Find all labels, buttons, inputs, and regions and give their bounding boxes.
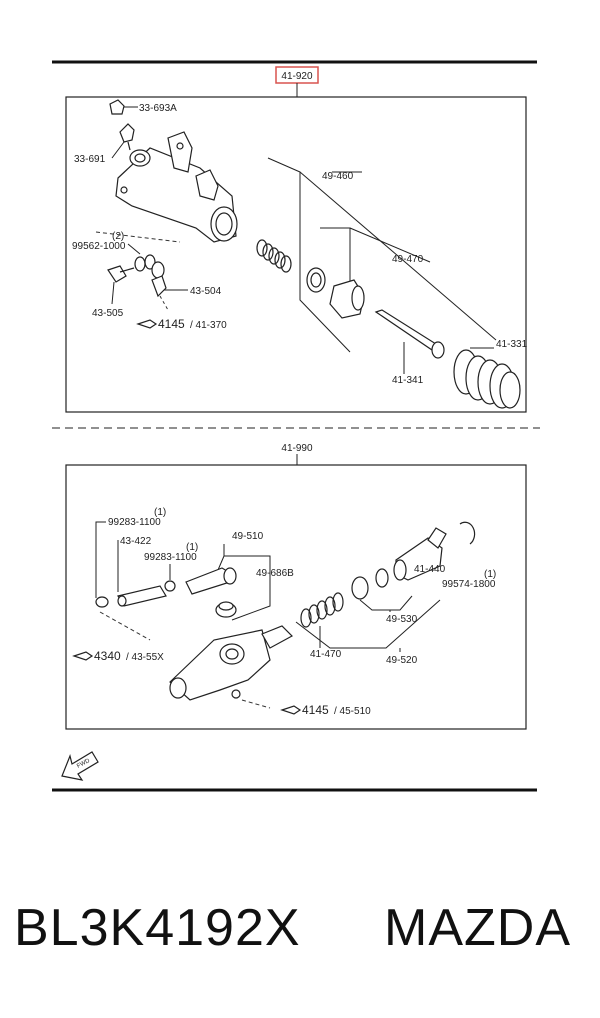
label-41-341: 41-341: [392, 375, 424, 386]
label-qty-1-c: (1): [484, 569, 496, 580]
clutch-cylinder-parts-diagram: 41-920 33-693A 33-691 (2) 99562-1000 43-…: [52, 60, 540, 792]
label-49-460: 49-460: [322, 171, 354, 182]
slave-spring: [300, 592, 344, 628]
label-41-331: 41-331: [496, 339, 528, 350]
piston-seals: [351, 568, 389, 600]
label-99283-1100-b: 99283-1100: [144, 552, 197, 563]
slave-push-rod: [427, 527, 447, 549]
ref-sub-43-55x: / 43-55X: [126, 652, 164, 663]
top-assembly-frame: [65, 96, 527, 413]
label-qty-1-a: (1): [154, 507, 166, 518]
ref-arrow-icon-3: [280, 705, 302, 715]
ref-sub-41-370: / 41-370: [190, 320, 227, 331]
manufacturer-name: MAZDA: [384, 899, 571, 957]
slave-cylinder-body: [169, 625, 293, 701]
label-33-691: 33-691: [74, 154, 106, 165]
cup-seal: [306, 267, 326, 293]
ref-sub-45-510: / 45-510: [334, 706, 371, 717]
label-33-693a: 33-693A: [139, 103, 177, 114]
reservoir-hose: [117, 585, 167, 607]
bottom-assembly-frame: [65, 464, 527, 730]
snap-ring: [459, 521, 476, 545]
label-43-505: 43-505: [92, 308, 124, 319]
hose-clip-b: [164, 580, 176, 592]
label-99283-1100-a: 99283-1100: [108, 517, 161, 528]
reservoir-cap: [109, 99, 125, 115]
label-41-440: 41-440: [414, 564, 446, 575]
hose-clip-a: [95, 596, 109, 608]
master-cylinder-body: [115, 131, 238, 243]
label-43-504: 43-504: [190, 286, 222, 297]
label-99562-1000: 99562-1000: [72, 241, 126, 252]
pipe-fitting: [151, 275, 167, 298]
grommet: [215, 601, 237, 618]
union-bolt: [107, 265, 135, 283]
fwd-arrow-icon: [61, 751, 99, 781]
label-qty-2: (2): [112, 231, 124, 242]
ref-number-4340: 4340: [94, 649, 121, 663]
slave-piston: [393, 537, 443, 581]
label-43-422: 43-422: [120, 536, 152, 547]
push-rod: [374, 309, 445, 359]
ref-number-4145-bottom: 4145: [302, 703, 329, 717]
ref-number-4145-top: 4145: [158, 317, 185, 331]
piston: [329, 279, 365, 319]
label-99574-1800: 99574-1800: [442, 579, 496, 590]
return-spring: [256, 239, 292, 273]
top-assembly-code: 41-920: [281, 71, 313, 82]
bottom-assembly-code: 41-990: [281, 443, 313, 454]
reservoir-connector: [185, 567, 237, 595]
ref-arrow-icon-2: [72, 651, 94, 661]
washer-set: [134, 254, 165, 279]
bleeder-screw: [119, 123, 135, 151]
label-qty-1-b: (1): [186, 542, 198, 553]
label-49-510: 49-510: [232, 531, 264, 542]
ref-arrow-icon: [136, 319, 158, 329]
part-number: BL3K4192X: [14, 899, 301, 957]
dust-boot: [453, 349, 521, 409]
label-49-520: 49-520: [386, 655, 418, 666]
label-49-530: 49-530: [386, 614, 418, 625]
label-49-686b: 49-686B: [256, 568, 294, 579]
label-41-470: 41-470: [310, 649, 342, 660]
label-49-470: 49-470: [392, 254, 424, 265]
